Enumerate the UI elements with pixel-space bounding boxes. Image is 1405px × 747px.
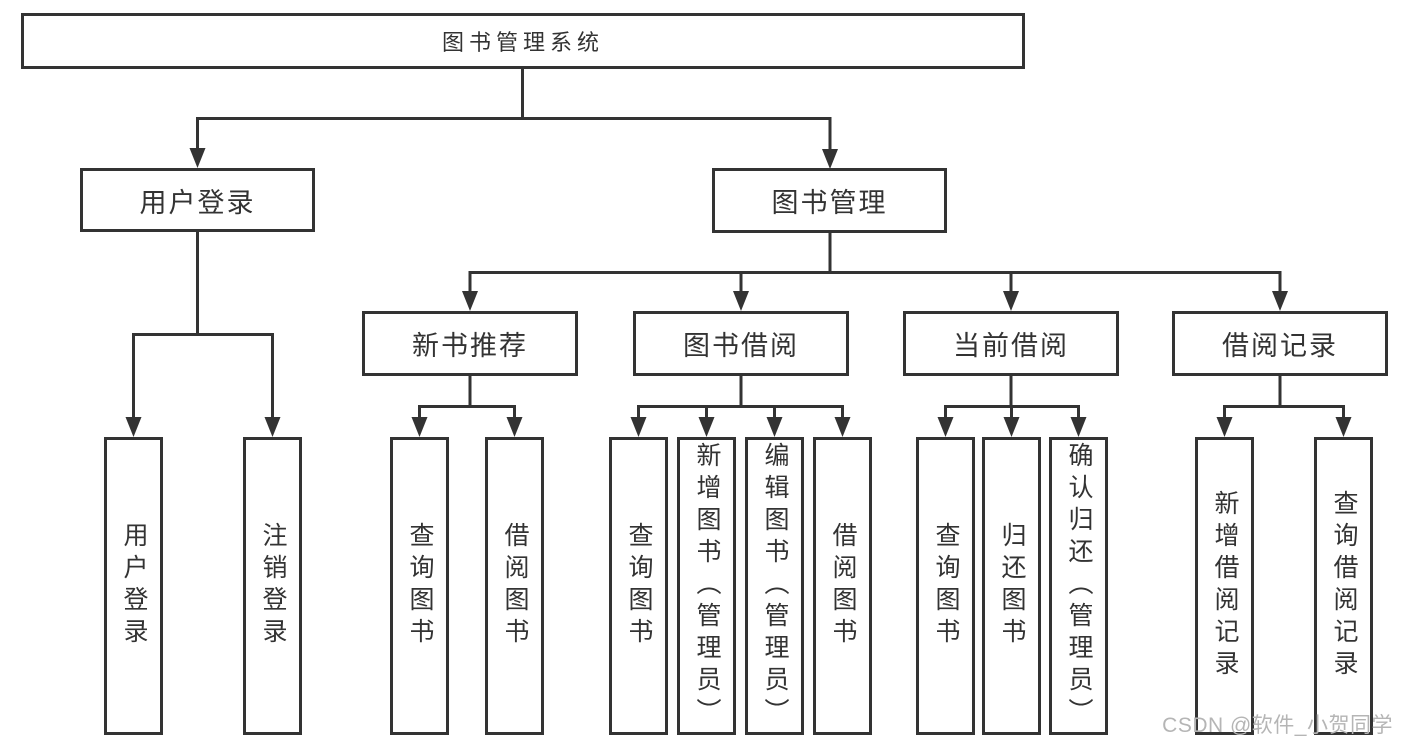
leaf-query-borrow-record-label: 查询借阅记录 (1330, 490, 1358, 682)
leaf-confirm-return-admin-label: 确认归还（管理员） (1065, 442, 1093, 730)
node-current-borrow-label: 当前借阅 (953, 331, 1069, 361)
node-root-label: 图书管理系统 (441, 30, 604, 55)
leaf-borrow-books-recommend-label: 借阅图书 (501, 522, 529, 650)
leaf-return-book: 归还图书 (982, 437, 1041, 735)
leaf-borrow-books-recommend: 借阅图书 (485, 437, 544, 735)
leaf-borrow-books-2-label: 借阅图书 (829, 522, 857, 650)
node-new-book-recommend-label: 新书推荐 (412, 331, 528, 361)
leaf-logout-label: 注销登录 (259, 522, 287, 650)
node-book-borrow: 图书借阅 (633, 311, 849, 376)
leaf-add-book-admin-label: 新增图书（管理员） (693, 442, 721, 730)
leaf-query-books-current: 查询图书 (916, 437, 975, 735)
leaf-edit-book-admin-label: 编辑图书（管理员） (761, 442, 789, 730)
node-book-management: 图书管理 (712, 168, 947, 233)
node-current-borrow: 当前借阅 (903, 311, 1119, 376)
leaf-return-book-label: 归还图书 (998, 522, 1026, 650)
leaf-user-login: 用户登录 (104, 437, 163, 735)
leaf-query-books-recommend-label: 查询图书 (406, 522, 434, 650)
leaf-borrow-books-2: 借阅图书 (813, 437, 872, 735)
leaf-query-books-borrow: 查询图书 (609, 437, 668, 735)
leaf-query-borrow-record: 查询借阅记录 (1314, 437, 1373, 735)
leaf-add-book-admin: 新增图书（管理员） (677, 437, 736, 735)
node-borrow-records: 借阅记录 (1172, 311, 1388, 376)
leaf-user-login-label: 用户登录 (120, 522, 148, 650)
node-borrow-records-label: 借阅记录 (1222, 331, 1338, 361)
leaf-query-books-borrow-label: 查询图书 (625, 522, 653, 650)
leaf-add-borrow-record-label: 新增借阅记录 (1211, 490, 1239, 682)
leaf-logout: 注销登录 (243, 437, 302, 735)
csdn-watermark: CSDN @软件_小贺同学 (1162, 714, 1393, 737)
node-book-management-label: 图书管理 (771, 188, 888, 218)
node-user-login-label: 用户登录 (139, 187, 256, 218)
leaf-edit-book-admin: 编辑图书（管理员） (745, 437, 804, 735)
node-root: 图书管理系统 (21, 13, 1025, 69)
node-new-book-recommend: 新书推荐 (362, 311, 578, 376)
leaf-query-books-current-label: 查询图书 (932, 522, 960, 650)
leaf-add-borrow-record: 新增借阅记录 (1195, 437, 1254, 735)
node-book-borrow-label: 图书借阅 (683, 331, 799, 361)
leaf-query-books-recommend: 查询图书 (390, 437, 449, 735)
leaf-confirm-return-admin: 确认归还（管理员） (1049, 437, 1108, 735)
node-user-login: 用户登录 (80, 168, 315, 232)
